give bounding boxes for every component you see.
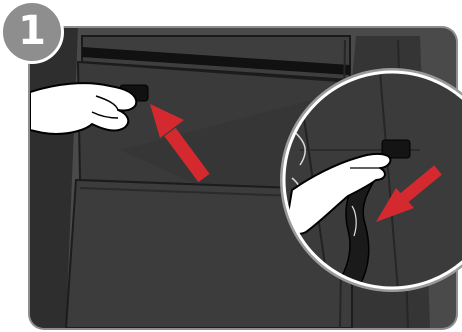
step-number-badge: 1 [0, 0, 64, 64]
left-hand [30, 83, 136, 134]
